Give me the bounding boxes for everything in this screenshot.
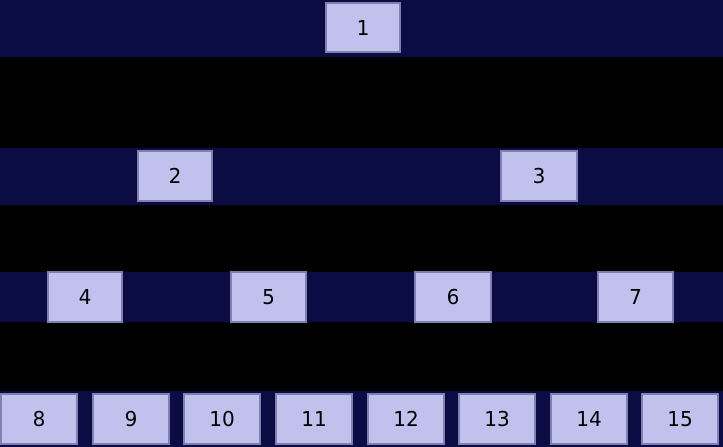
tree-node-2: 2 — [137, 150, 213, 202]
tree-node-13: 13 — [458, 393, 536, 445]
node-label: 1 — [356, 15, 370, 40]
node-label: 8 — [32, 407, 46, 431]
tree-node-12: 12 — [367, 393, 445, 445]
tree-node-15: 15 — [641, 393, 719, 445]
tree-node-7: 7 — [597, 271, 674, 323]
node-label: 10 — [209, 407, 235, 431]
node-label: 4 — [78, 285, 92, 309]
tree-node-1: 1 — [325, 2, 401, 53]
node-label: 11 — [301, 407, 327, 431]
node-label: 7 — [629, 285, 642, 309]
tree-node-4: 4 — [47, 271, 123, 323]
tree-node-5: 5 — [230, 271, 307, 323]
level-band-2 — [0, 148, 723, 205]
node-label: 12 — [393, 407, 419, 431]
node-label: 15 — [667, 407, 693, 431]
tree-node-8: 8 — [0, 393, 78, 445]
tree-node-14: 14 — [550, 393, 628, 445]
node-label: 2 — [168, 164, 182, 188]
node-label: 3 — [532, 164, 546, 188]
tree-node-9: 9 — [92, 393, 170, 445]
node-label: 13 — [484, 407, 510, 431]
node-label: 14 — [576, 407, 602, 431]
node-label: 6 — [446, 285, 460, 309]
node-label: 9 — [124, 407, 138, 431]
tree-node-10: 10 — [183, 393, 261, 445]
tree-node-6: 6 — [414, 271, 492, 323]
node-label: 5 — [262, 285, 275, 309]
tree-node-3: 3 — [500, 150, 578, 202]
tree-node-11: 11 — [275, 393, 353, 445]
